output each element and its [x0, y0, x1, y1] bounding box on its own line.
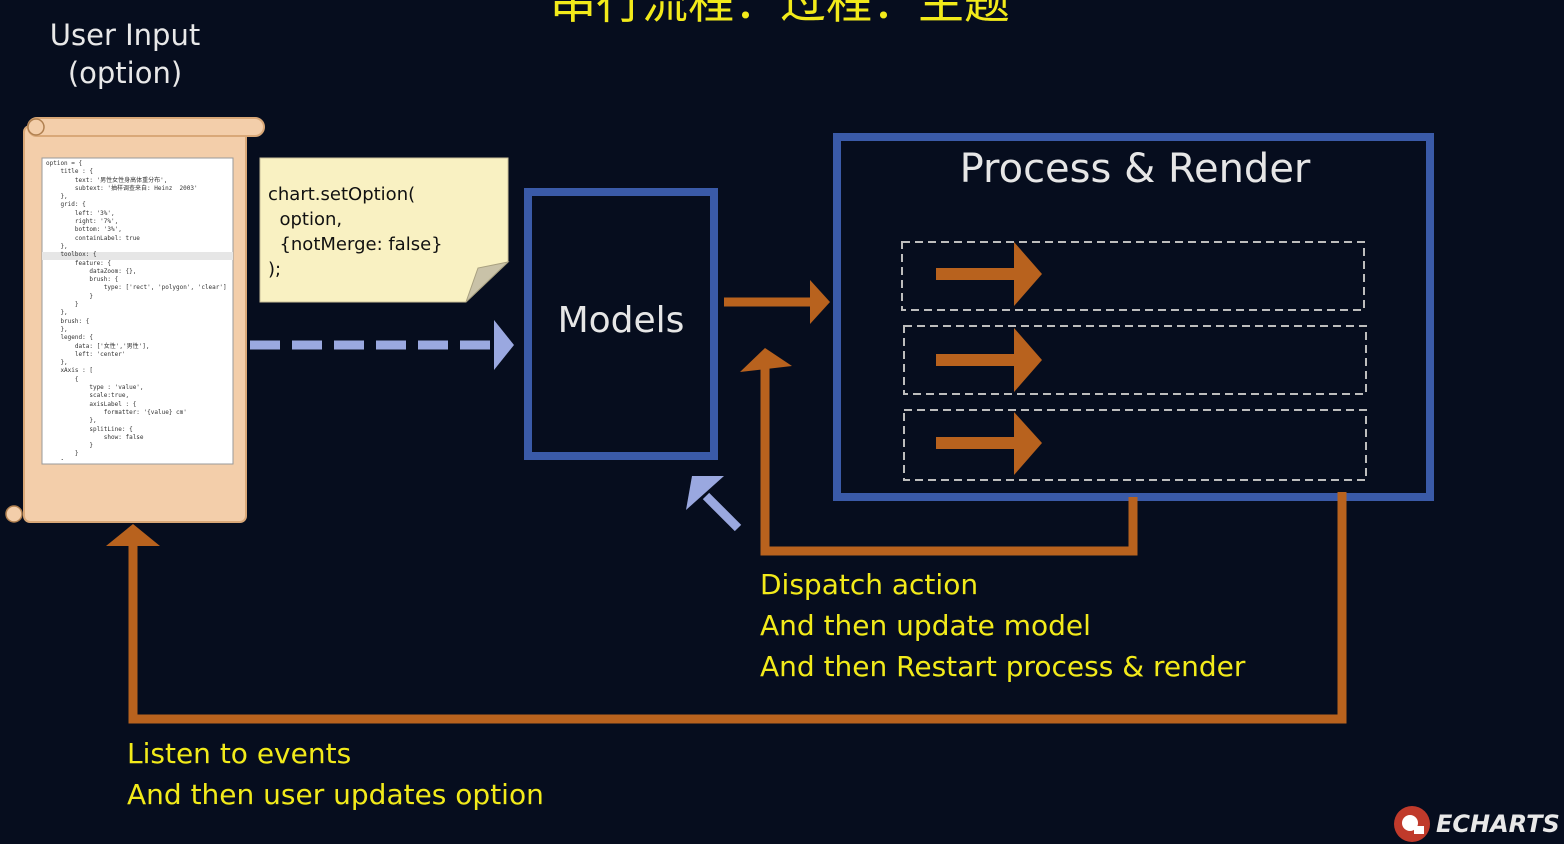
setoption-code: chart.setOption( option, {notMerge: fals… [268, 184, 443, 280]
setoption-note [259, 157, 510, 303]
slide-title: 串行流程：过程：主题 [550, 0, 1010, 29]
pipeline-stages [901, 241, 1367, 481]
models-box [524, 188, 718, 460]
models-label: Models [557, 300, 685, 341]
listen-caption: Listen to events And then user updates o… [127, 733, 544, 815]
pipeline-stage-3 [903, 409, 1367, 481]
option-code-snippet: option = { title : { text: '男性女性身高体重分布',… [46, 160, 227, 460]
models-to-process-arrow [724, 280, 830, 324]
user-input-label: User Input (option) [40, 16, 210, 92]
dispatch-caption-line2: And then update model [760, 609, 1091, 642]
stage-2-arrow-icon [936, 354, 1018, 366]
pipeline-stage-1 [901, 241, 1365, 311]
echarts-brand-name: ECHARTS [1436, 810, 1560, 838]
dispatch-caption: Dispatch action And then update model An… [760, 564, 1245, 687]
input-arrow [250, 320, 514, 370]
dispatch-caption-line3: And then Restart process & render [760, 650, 1246, 683]
user-interaction-arrow [686, 476, 742, 532]
user-input-label-line1: User Input [49, 18, 201, 52]
process-render-title: Process & Render [959, 146, 1311, 192]
echarts-logo-icon [1394, 806, 1430, 842]
stage-3-arrow-icon [936, 437, 1018, 449]
user-input-label-line2: (option) [67, 56, 183, 90]
listen-caption-line1: Listen to events [127, 737, 352, 770]
listen-arrow-head-icon [106, 524, 160, 546]
listen-caption-line2: And then user updates option [127, 778, 544, 811]
dispatch-arrow-head-icon [740, 348, 792, 372]
dispatch-action-loop [760, 366, 1138, 556]
scroll-document-icon [5, 117, 265, 523]
listen-events-loop [128, 492, 1347, 724]
stage-1-arrow-icon [936, 268, 1018, 280]
dispatch-caption-line1: Dispatch action [760, 568, 979, 601]
echarts-brand: ECHARTS [1394, 804, 1560, 844]
pipeline-stage-2 [903, 325, 1367, 395]
